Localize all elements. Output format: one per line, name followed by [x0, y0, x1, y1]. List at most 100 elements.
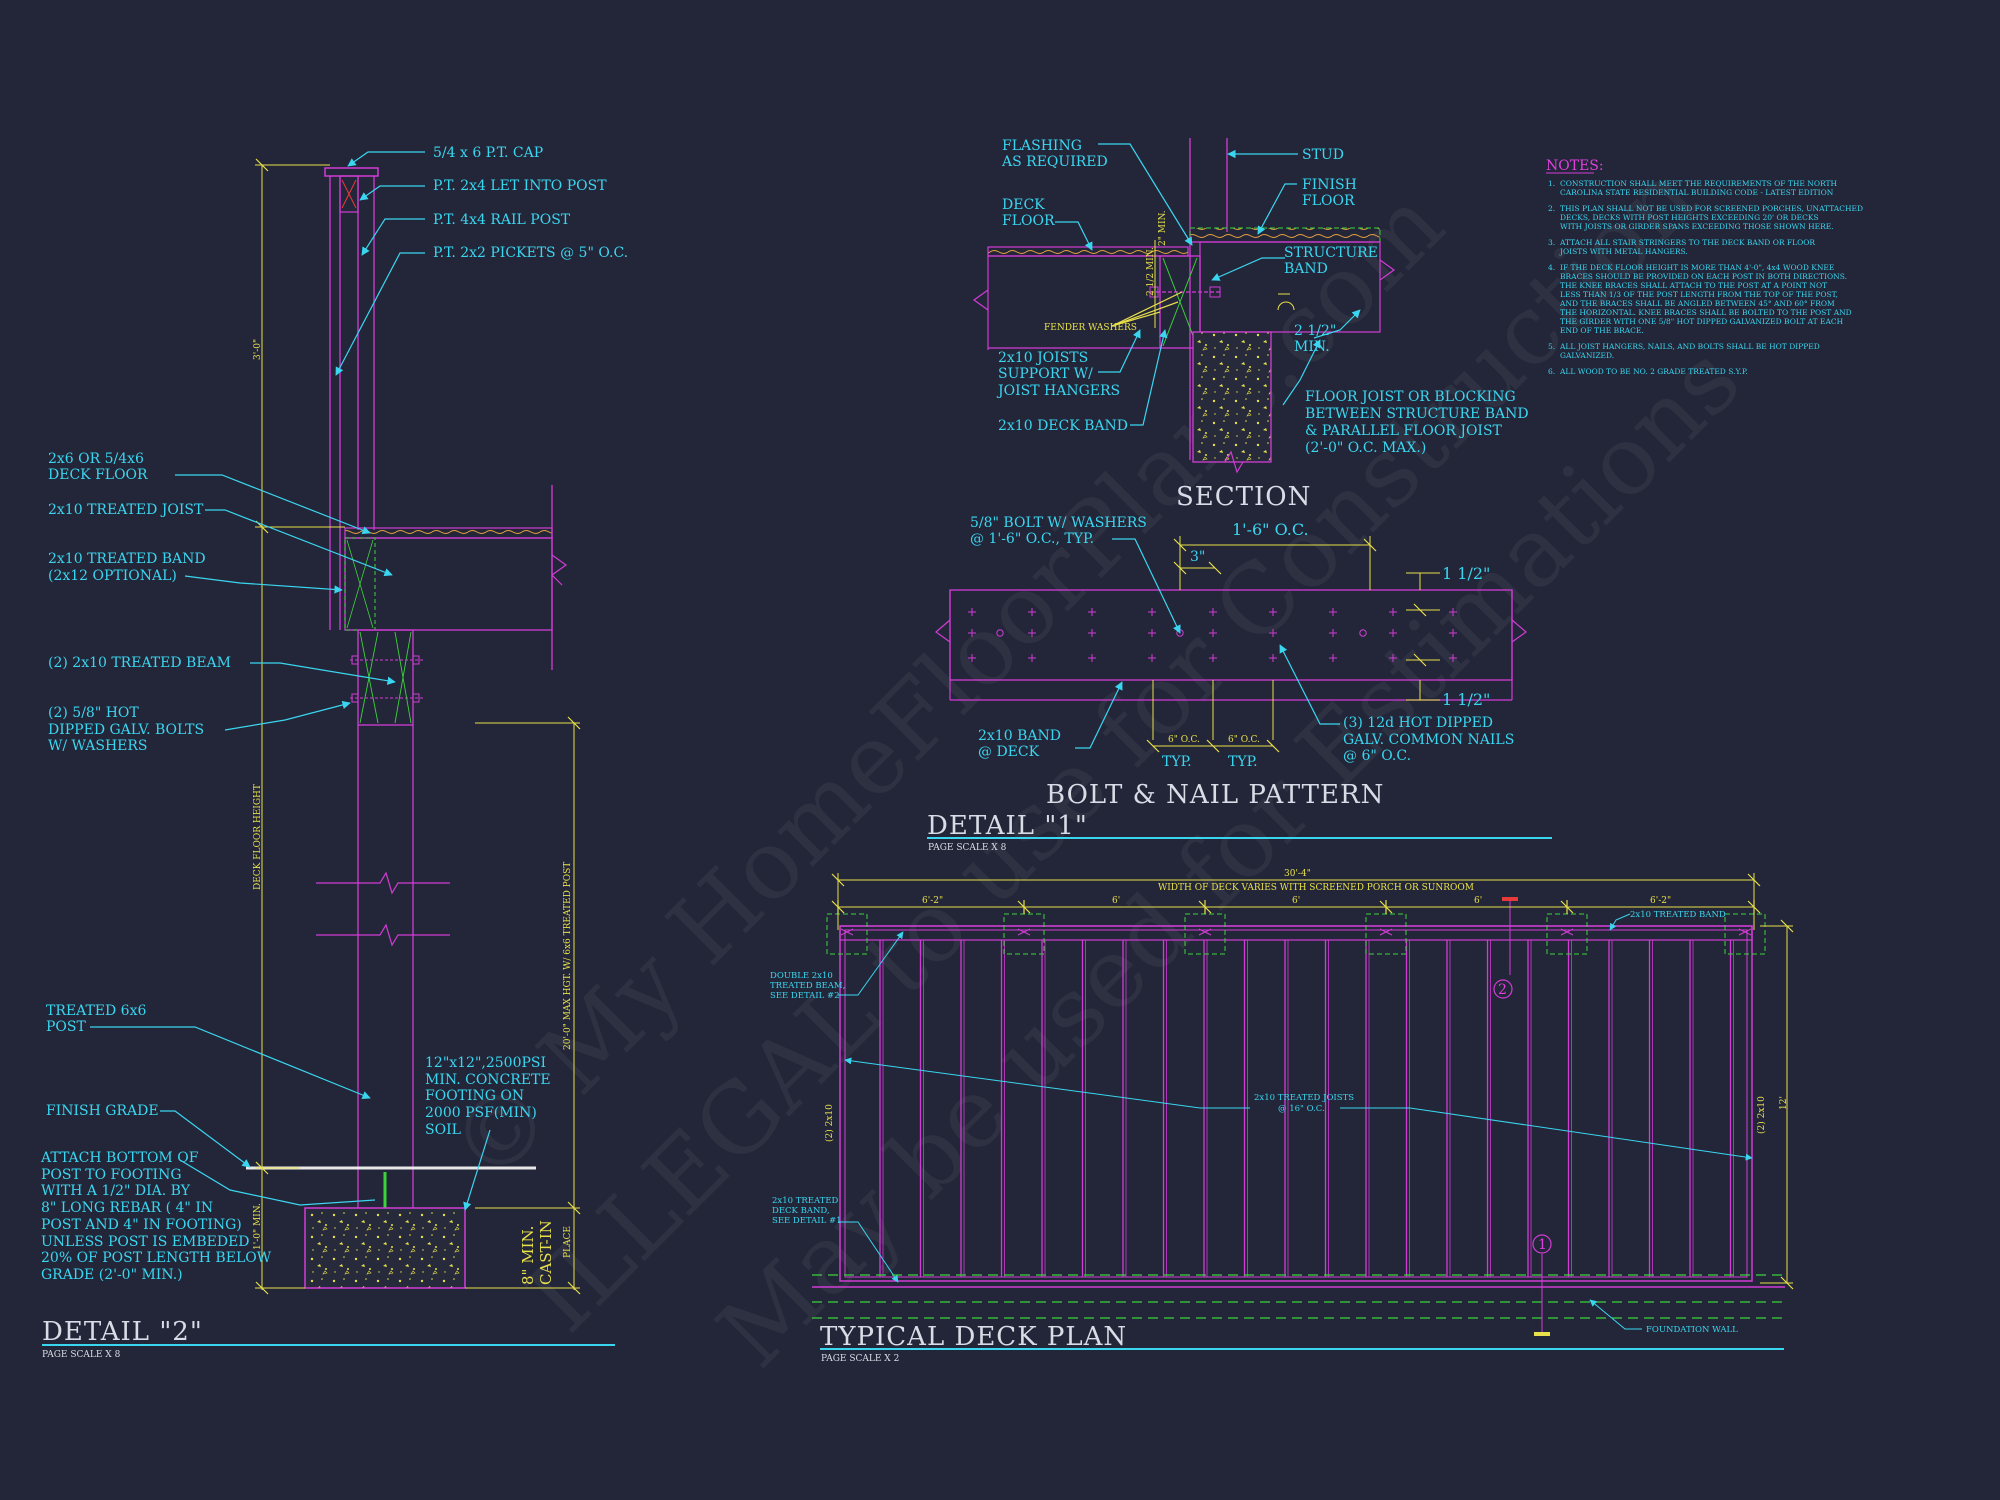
label-bolts-2: DIPPED GALV. BOLTS: [48, 722, 204, 738]
nail-mark: [1028, 608, 1036, 616]
note-line: BRACES SHOULD BE PROVIDED ON EACH POST I…: [1560, 272, 1847, 281]
label-band-1: 2x10 TREATED BAND: [48, 551, 206, 567]
label-nails-2: GALV. COMMON NAILS: [1343, 732, 1514, 748]
label-blocking-4: (2'-0" O.C. MAX.): [1305, 440, 1426, 456]
label-footing-4: 2000 PSF(MIN): [425, 1105, 537, 1121]
notes-title: NOTES:: [1546, 158, 1604, 174]
label-blocking-2: BETWEEN STRUCTURE BAND: [1305, 406, 1529, 422]
nail-mark: [1209, 654, 1217, 662]
cast-in-dim-2: CAST-IN: [537, 1220, 555, 1285]
section-dim-2-min: 2" MIN.: [1158, 210, 1168, 246]
label-structure-band-1: STRUCTURE: [1284, 245, 1378, 261]
concrete-footing: [304, 1207, 466, 1289]
label-deck-floor-1: 2x6 OR 5/4x6: [48, 451, 144, 467]
note-number: 4.: [1548, 263, 1555, 272]
label-deck-floor-a: DECK: [1002, 197, 1045, 213]
note-number: 1.: [1548, 179, 1555, 188]
nail-mark: [1148, 629, 1156, 637]
label-footing-3: FOOTING ON: [425, 1088, 524, 1104]
post-mark: [1017, 928, 1031, 936]
rail-height-dim: 3'-0": [253, 339, 263, 360]
nail-mark: [1329, 629, 1337, 637]
note-line: LESS THAN 1/3 OF THE POST LENGTH FROM TH…: [1560, 290, 1838, 299]
label-double-1: DOUBLE 2x10: [770, 971, 833, 981]
label-stud: STUD: [1302, 147, 1344, 163]
nail-mark: [1028, 654, 1036, 662]
label-blocking-3: & PARALLEL FLOOR JOIST: [1305, 423, 1503, 439]
rail-cap: [324, 167, 379, 177]
deck-plan-title: TYPICAL DECK PLAN: [820, 1322, 1127, 1352]
label-structure-band-2: BAND: [1284, 261, 1328, 277]
detail-2-scale: PAGE SCALE X 8: [42, 1350, 121, 1360]
nail-mark: [1449, 654, 1457, 662]
notes-list: 1. CONSTRUCTION SHALL MEET THE REQUIREMEN…: [1548, 179, 1863, 376]
bolt-hole: [1359, 629, 1367, 637]
label-deck-floor-2: DECK FLOOR: [48, 467, 148, 483]
label-joist: 2x10 TREATED JOIST: [48, 502, 204, 518]
label-joists-3: JOIST HANGERS: [996, 383, 1120, 399]
nail-mark: [1329, 654, 1337, 662]
label-attach-1: ATTACH BOTTOM OF: [40, 1150, 199, 1166]
post-mark: [1379, 928, 1393, 936]
label-band-3: SEE DETAIL #1: [772, 1216, 842, 1226]
nail-mark: [968, 608, 976, 616]
label-foundation: FOUNDATION WALL: [1646, 1325, 1738, 1335]
label-blocking-1: FLOOR JOIST OR BLOCKING: [1305, 389, 1516, 405]
nail-mark: [968, 629, 976, 637]
dim-spacing: 1'-6" O.C.: [1232, 520, 1309, 539]
label-post-2: POST: [46, 1019, 86, 1035]
callout-2-label: 2: [1498, 982, 1507, 998]
post-footing: [1365, 913, 1407, 955]
note-line: DECKS, DECKS WITH POST HEIGHTS EXCEEDING…: [1560, 213, 1819, 222]
label-footing-1: 12"x12",2500PSI: [425, 1055, 546, 1071]
label-post-1: TREATED 6x6: [46, 1003, 146, 1019]
label-cap: 5/4 x 6 P.T. CAP: [433, 145, 543, 161]
label-typ-1: TYP.: [1162, 754, 1192, 770]
nail-mark: [1148, 608, 1156, 616]
label-nails-1: (3) 12d HOT DIPPED: [1343, 715, 1493, 731]
dim-seg-2: 6': [1112, 896, 1120, 906]
note-line: THE KNEE BRACES SHALL ATTACH TO THE POST…: [1560, 281, 1827, 290]
nail-mark: [1269, 654, 1277, 662]
bolt-pattern-title: BOLT & NAIL PATTERN: [1046, 780, 1384, 810]
label-footing-2: MIN. CONCRETE: [425, 1072, 551, 1088]
dim-edge: 3": [1190, 549, 1205, 565]
note-line: JOISTS WITH METAL HANGERS.: [1559, 247, 1688, 256]
label-band-1: 2x10 TREATED: [772, 1196, 839, 1206]
label-min-word: MIN.: [1294, 339, 1330, 355]
post-mark: [1198, 928, 1212, 936]
dim-bot-edge: 1 1/2": [1442, 690, 1490, 709]
post-footing: [826, 913, 868, 955]
dim-width-note: WIDTH OF DECK VARIES WITH SCREENED PORCH…: [1158, 883, 1474, 893]
typical-deck-plan: 2 1 30'-4" WIDTH OF DECK VARIES WITH SCR…: [770, 869, 1794, 1364]
post-mark: [1738, 928, 1752, 936]
callout-2: [1493, 979, 1513, 999]
note-line: ALL JOIST HANGERS, NAILS, AND BOLTS SHAL…: [1559, 342, 1820, 351]
min-depth-dim: 1'-0" MIN.: [253, 1203, 263, 1250]
nail-mark: [1329, 608, 1337, 616]
label-footing-5: SOIL: [425, 1122, 461, 1138]
detail-1-scale: PAGE SCALE X 8: [928, 843, 1007, 853]
label-flashing-1: FLASHING: [1002, 138, 1082, 154]
label-double-3: SEE DETAIL #2: [770, 991, 840, 1001]
label-joists-1: 2x10 JOISTS: [998, 350, 1088, 366]
nail-mark: [1088, 654, 1096, 662]
note-line: IF THE DECK FLOOR HEIGHT IS MORE THAN 4'…: [1560, 263, 1834, 272]
label-band-2: DECK BAND,: [772, 1206, 830, 1216]
joists: [879, 940, 1734, 1277]
note-number: 3.: [1548, 238, 1555, 247]
deck-boards: [344, 527, 553, 539]
label-bolt-1: 5/8" BOLT W/ WASHERS: [970, 515, 1147, 531]
note-number: 6.: [1548, 367, 1555, 376]
post-mark: [1560, 928, 1574, 936]
note-line: CONSTRUCTION SHALL MEET THE REQUIREMENTS…: [1560, 179, 1837, 188]
label-right-side: (2) 2x10: [1756, 1096, 1767, 1134]
label-joists-1: 2x10 TREATED JOISTS: [1254, 1093, 1354, 1103]
bolt-hole: [996, 629, 1004, 637]
label-bolts-1: (2) 5/8" HOT: [48, 705, 139, 721]
note-line: THIS PLAN SHALL NOT BE USED FOR SCREENED…: [1560, 204, 1863, 213]
label-finish-grade: FINISH GRADE: [46, 1103, 159, 1119]
deck-floor-height-dim: DECK FLOOR HEIGHT: [253, 784, 263, 890]
nail-mark: [968, 654, 976, 662]
post-footing: [1724, 913, 1766, 955]
